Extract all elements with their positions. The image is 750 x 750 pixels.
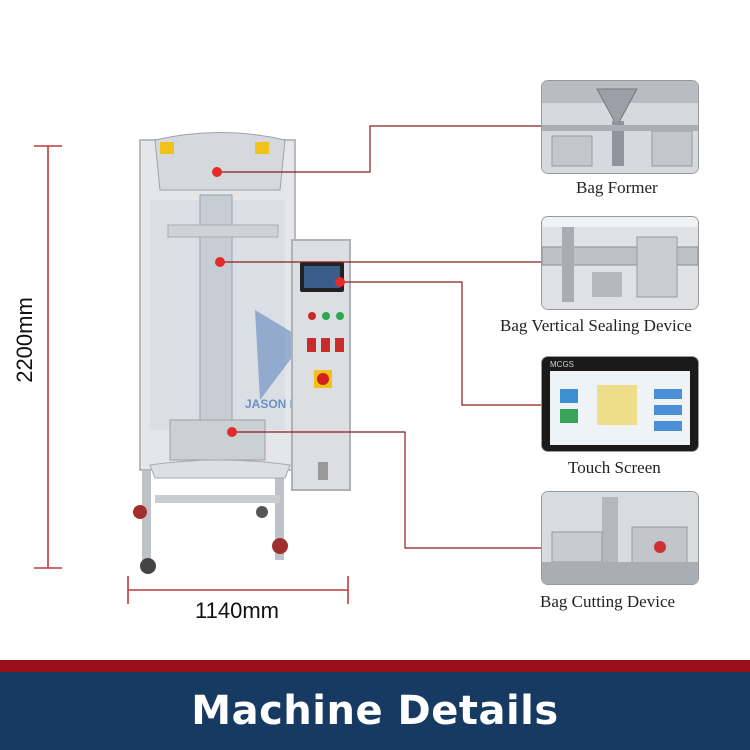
marker-vertical-sealing	[215, 257, 225, 267]
height-dimension-label: 2200mm	[12, 297, 37, 383]
page-title: Machine Details	[191, 688, 559, 734]
touch-screen-photo: MCGS	[541, 356, 699, 452]
label-bag-cutting: Bag Cutting Device	[540, 592, 676, 611]
vertical-sealing-photo	[541, 216, 699, 310]
bag-former-photo	[541, 80, 699, 174]
label-touch-screen: Touch Screen	[568, 458, 661, 477]
screen-brand: MCGS	[550, 360, 574, 369]
marker-touch-screen	[335, 277, 345, 287]
marker-dots	[212, 167, 345, 437]
bag-cutting-photo	[541, 491, 699, 585]
label-bag-former: Bag Former	[576, 178, 658, 197]
width-dimension-label: 1140mm	[195, 598, 279, 623]
packing-machine: JASON MACHINE	[133, 132, 351, 574]
leader-lines	[217, 125, 541, 549]
marker-bag-former	[212, 167, 222, 177]
label-vertical-sealing: Bag Vertical Sealing Device	[500, 316, 692, 335]
marker-bag-cutting	[227, 427, 237, 437]
title-banner: Machine Details	[0, 672, 750, 750]
banner-stripe	[0, 660, 750, 672]
height-dimension-line	[34, 145, 62, 569]
width-dimension-line	[127, 576, 349, 604]
